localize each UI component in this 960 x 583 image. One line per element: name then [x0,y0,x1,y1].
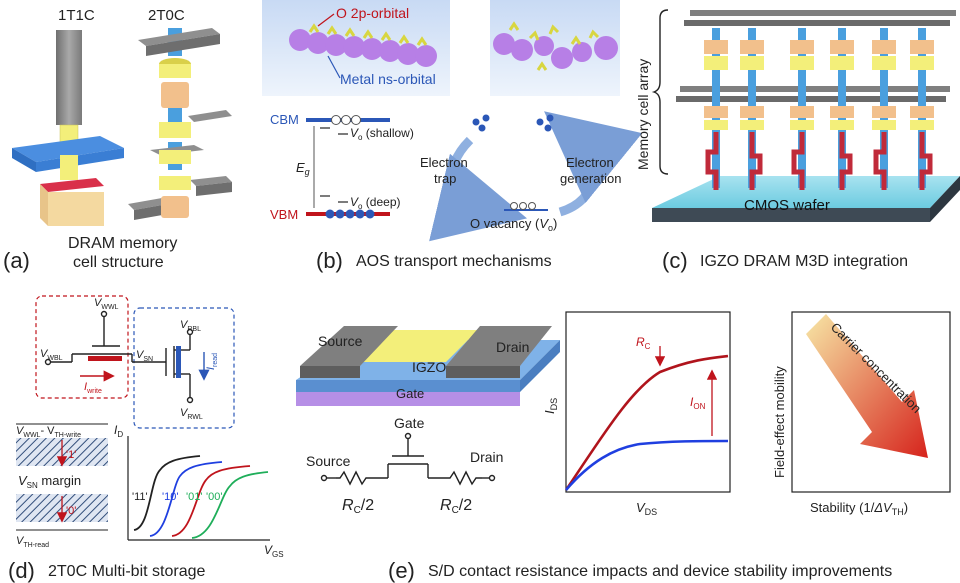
label-electron-gen-1: Electron [566,155,614,170]
word-line-rails [676,10,956,102]
structure-1t1c [12,30,124,226]
label-drain-device: Drain [496,339,529,355]
curve-label-10: '10' [162,491,178,503]
label-vbm: VBM [270,207,298,222]
label-i-read: Iread [205,353,219,370]
curve-label-01: '01' [186,491,202,503]
panel-a-caption-line1: DRAM memory [68,235,177,252]
label-source-device: Source [318,333,363,349]
label-vsn-margin: VSN margin [18,473,81,490]
label-vgs-axis: VGS [264,543,284,559]
id-vgs-plot [127,436,270,541]
label-eg: Eg [296,160,310,177]
panel-c: CMOS wafer [635,9,960,273]
label-metal-ns-orbital: Metal ns-orbital [340,71,436,87]
panel-e-caption: S/D contact resistance impacts and devic… [428,563,892,580]
label-2t0c: 2T0C [148,7,185,24]
structure-2t0c [128,28,232,220]
panel-a-letter: (a) [3,248,30,273]
panel-a: 1T1C 2T0C [3,7,232,273]
band-diagram [306,115,390,219]
panel-b-letter: (b) [316,248,343,273]
ids-vds-plot [564,311,731,493]
cmos-wafer-side [652,208,930,222]
curve-01 [171,465,251,537]
write-transistor-symbol [44,310,166,366]
label-vds-axis: VDS [636,500,657,517]
panel-d-caption: 2T0C Multi-bit storage [48,563,205,580]
electron-cycle [429,111,643,242]
label-o2p-orbital: O 2p-orbital [336,5,409,21]
orbital-chain-ordered [289,23,437,67]
label-vo-shallow: Vo (shallow) [350,126,414,142]
label-mobility-axis: Field-effect mobility [772,366,787,478]
label-vth-read: VTH-read [16,535,49,549]
label-igzo: IGZO [412,359,446,375]
label-id-axis: ID [114,423,123,439]
label-electron-trap-2: trap [434,171,456,186]
curve-label-00: '00' [206,491,222,503]
label-electron-gen-2: generation [560,171,621,186]
panel-b-caption: AOS transport mechanisms [356,253,552,270]
label-stability-axis: Stability (1/ΔVTH) [810,500,908,517]
read-transistor-symbol [165,328,194,404]
label-vo-deep: Vo (deep) [350,195,401,211]
orbital-chain-disordered [493,21,618,71]
panel-c-caption: IGZO DRAM M3D integration [700,253,908,270]
label-rc2-left: RC/2 [342,497,374,516]
label-gate-symbol: Gate [394,415,425,431]
storage-margin-diagram [16,423,108,531]
panel-d: VWWL VWBL VSN Iwrite VRBL Iread VRWL VWW… [8,295,284,583]
label-v-rbl: VRBL [180,319,201,333]
panel-c-letter: (c) [662,248,688,273]
curve-label-11: '11' [132,491,148,503]
panel-d-letter: (d) [8,558,35,583]
label-rc2-right: RC/2 [440,497,472,516]
label-v-rwl: VRWL [180,407,203,421]
label-electron-trap-1: Electron [420,155,468,170]
label-state-1: '1' [66,449,76,461]
write-transistor-box [35,295,129,399]
curve-low-rc [564,354,729,491]
label-drain-symbol: Drain [470,449,503,465]
label-cbm: CBM [270,112,299,127]
label-v-wwl: VWWL [94,297,119,311]
trend-arrow [806,314,928,458]
panel-a-caption-line2: cell structure [73,254,164,271]
panel-e-letter: (e) [388,558,415,583]
curve-11 [133,455,201,531]
label-memory-cell-array: Memory cell array [635,59,651,170]
array-brace [651,9,669,175]
label-cmos-wafer: CMOS wafer [744,197,830,214]
label-v-sn: VSN [136,349,153,363]
mobility-stability-plot [791,311,951,493]
tft-circuit-symbol [320,432,496,486]
label-v-wbl: VWBL [40,348,63,362]
label-1t1c: 1T1C [58,7,95,24]
label-source-symbol: Source [306,453,351,469]
curve-10 [149,461,223,537]
panel-e: Source Drain IGZO Gate Gate Source Drain… [296,311,951,583]
label-i-write: Iwrite [84,381,102,395]
label-state-0: '0' [66,505,76,517]
tft-device-stack [296,326,560,406]
read-transistor-box [133,307,235,429]
label-gate-device: Gate [396,386,424,401]
label-ion-arrow: ION [690,395,706,411]
curve-high-rc [565,439,729,491]
curve-00 [191,471,269,539]
panel-b: O 2p-orbital Metal ns-orbital CBM VBM Eg… [262,0,643,273]
memory-cell-columns [704,28,934,190]
label-ids-axis: IDS [542,398,559,414]
label-o-vacancy: O vacancy (Vo) [470,216,557,233]
label-vwwl-vthwrite: VWWL- VTH-write [16,425,81,439]
label-rc-arrow: RC [636,335,651,351]
